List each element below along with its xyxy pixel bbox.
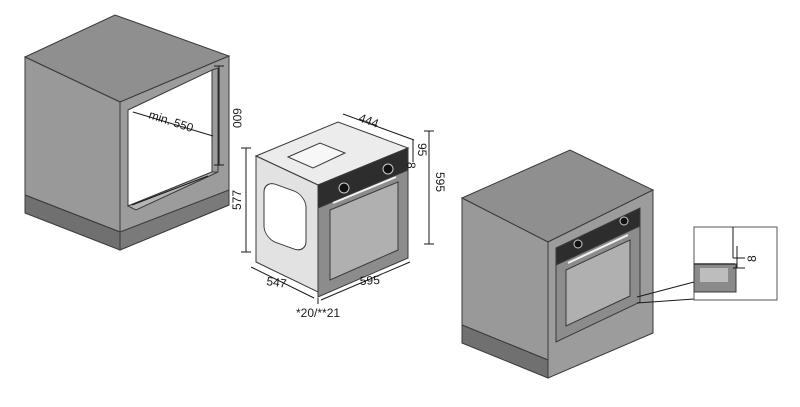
gap-detail: 8: [693, 226, 778, 301]
dim-oven-front-gap: 8: [404, 162, 418, 169]
dim-cabinet-height: 600: [230, 108, 244, 128]
installed-oven-knob-right: [619, 216, 629, 226]
dim-oven-total-height: 595: [433, 172, 447, 192]
oven-door-glass: [329, 181, 399, 281]
oven-dimensions: 444 95 8 595 577 547 595 *20/**21: [230, 111, 447, 320]
dim-oven-footnote: *20/**21: [296, 306, 340, 320]
dim-oven-front-offset: 95: [415, 143, 429, 157]
oven-handle: [332, 176, 397, 204]
installed-oven-glass: [565, 239, 631, 327]
cabinet-installed: [460, 149, 655, 379]
oven-knob-left: [338, 182, 350, 194]
oven-knob-right: [382, 163, 394, 175]
installed-oven-knob-left: [573, 239, 583, 249]
cabinet-niche: [23, 14, 231, 251]
dim-oven-depth: 547: [266, 274, 288, 291]
dim-oven-top-width: 444: [357, 111, 381, 131]
dim-oven-side-height: 577: [230, 190, 244, 210]
installed-oven-handle: [567, 234, 629, 264]
oven-unit: [254, 121, 410, 298]
dim-detail-gap: 8: [745, 255, 759, 262]
dim-oven-front-width: 595: [359, 273, 380, 288]
